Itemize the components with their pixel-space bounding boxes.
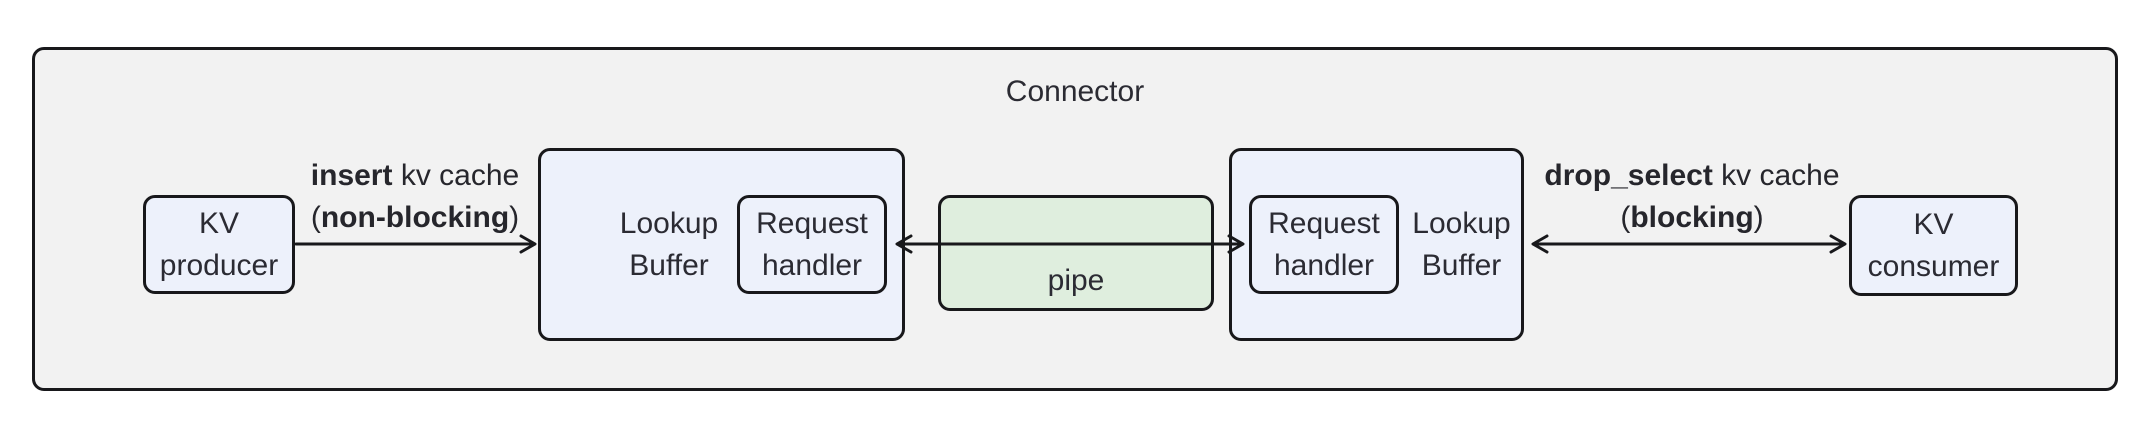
pipe-label: pipe: [1047, 264, 1105, 297]
request-handler-left-label: Request handler: [756, 206, 868, 282]
kv-consumer-node: KV consumer: [1849, 195, 2018, 296]
request-handler-right-label: Request handler: [1268, 206, 1380, 282]
insert-edge-label-line2: (non-blocking): [310, 201, 520, 234]
request-handler-left-node: Request handler: [737, 195, 887, 294]
insert-edge-label: insert kv cache (non-blocking): [255, 155, 575, 239]
request-handler-right-node: Request handler: [1249, 195, 1399, 294]
kv-producer-label: KV producer: [159, 206, 279, 282]
lookup-buffer-right-node: Request handler Lookup Buffer: [1229, 148, 1524, 341]
lookup-buffer-left-node: Lookup Buffer Request handler: [538, 148, 905, 341]
drop-select-edge-label-line1: drop_select kv cache: [1544, 159, 1840, 192]
lookup-buffer-right-label: Lookup Buffer: [1412, 206, 1511, 282]
connector-title: Connector: [1005, 75, 1145, 108]
kv-consumer-label: KV consumer: [1867, 207, 2000, 283]
lookup-buffer-left-label: Lookup Buffer: [619, 206, 719, 282]
drop-select-edge-label: drop_select kv cache (blocking): [1532, 155, 1852, 239]
insert-edge-label-line1: insert kv cache: [310, 159, 520, 192]
kv-producer-node: KV producer: [143, 195, 295, 294]
drop-select-edge-label-line2: (blocking): [1620, 201, 1764, 234]
pipe-node: pipe: [938, 195, 1214, 311]
